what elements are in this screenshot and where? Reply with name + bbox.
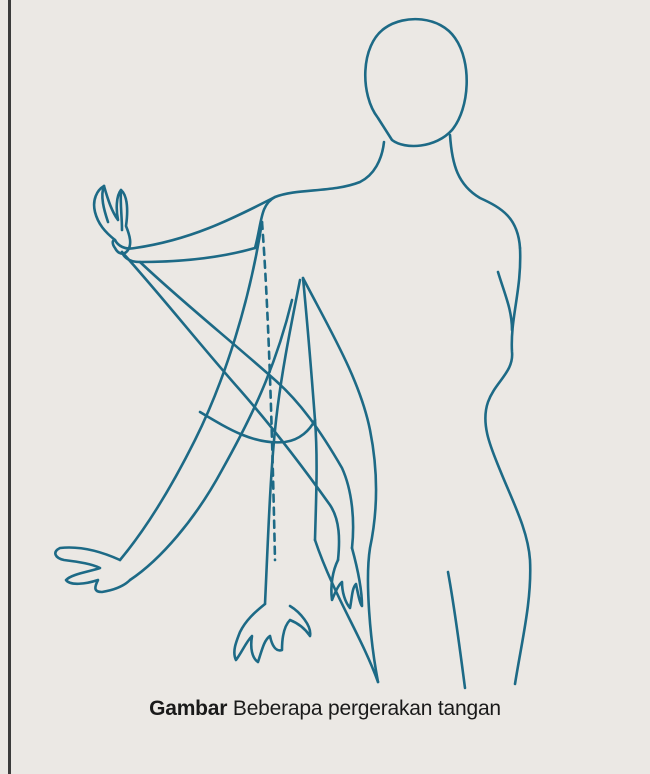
caption-text: Beberapa pergerakan tangan (233, 697, 501, 720)
neck-left-shoulder (255, 142, 384, 248)
hanging-arm-right-edge (303, 278, 378, 682)
lowered-hand (55, 548, 130, 593)
raised-arm-lower-edge (122, 248, 255, 262)
raised-hand (94, 186, 130, 254)
head-outline (365, 19, 466, 146)
diagonal-arm-upper-edge (140, 262, 353, 548)
figure-caption: Gambar Beberapa pergerakan tangan (0, 697, 650, 721)
raised-arm-upper-edge (115, 197, 275, 249)
neck-right-shoulder (450, 135, 520, 248)
hanging-hand (234, 604, 310, 662)
diagonal-arm-hand (331, 548, 362, 608)
right-torso-outline (485, 248, 530, 684)
hanging-arm-inner-edge (303, 278, 317, 540)
right-chest-curve (498, 272, 512, 330)
caption-label: Gambar (149, 697, 227, 720)
center-hip-line (448, 572, 465, 688)
armpit-curve (200, 412, 315, 442)
